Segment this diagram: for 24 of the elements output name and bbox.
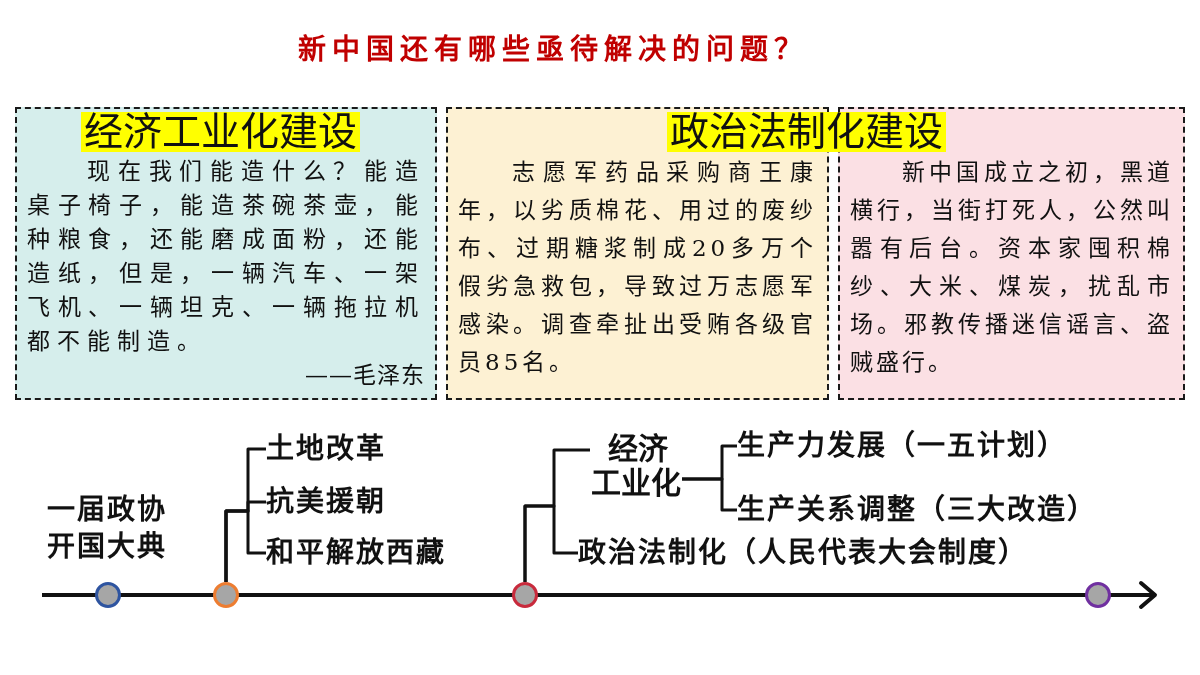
- timeline-dot: [213, 582, 239, 608]
- timeline-dot: [512, 582, 538, 608]
- bracket-line: [523, 504, 578, 582]
- event-label: 开国大典: [47, 529, 167, 565]
- highlight-label: 政治法制化建设: [667, 112, 946, 152]
- bracket-line: [682, 477, 737, 512]
- event-label: 和平解放西藏: [266, 535, 446, 571]
- quote-text: 现在我们能造什么？能造桌子椅子，能造茶碗茶壶，能种粮食，还能磨成面粉，还能造纸，但是，一辆汽车、一架飞机、一辆坦克、一辆拖拉机都不能制造。: [27, 158, 425, 354]
- event-label: 一届政协: [47, 492, 167, 528]
- branch-label: 政治法制化（人民代表大会制度）: [578, 535, 1028, 571]
- timeline-dot: [95, 582, 121, 608]
- text-box: [15, 107, 437, 400]
- branch-label: 经济工业化: [590, 432, 682, 500]
- timeline-dot: [1085, 582, 1111, 608]
- passage-text: 志愿军药品采购商王康年，以劣质棉花、用过的废纱布、过期糖浆制成20多万个假劣急救包，导致过万志愿军感染。调查牵扯出受贿各级官员85名。: [458, 159, 817, 375]
- highlight-label: 经济工业化建设: [81, 112, 360, 152]
- passage-text: 新中国成立之初，黑道横行，当街打死人，公然叫嚣有后台。资本家囤积棉纱、大米、煤炭，扰乱市场。邪教传播迷信谣言、盗贼盛行。: [850, 159, 1173, 375]
- event-label: 土地改革: [266, 431, 386, 467]
- title: 新中国还有哪些亟待解决的问题？: [298, 32, 808, 68]
- branch-label: 生产关系调整（三大改造）: [737, 492, 1097, 528]
- attribution: ——毛泽东: [305, 362, 425, 388]
- text-box: [446, 107, 829, 400]
- event-label: 抗美援朝: [266, 484, 386, 520]
- branch-label: 生产力发展（一五计划）: [737, 428, 1067, 464]
